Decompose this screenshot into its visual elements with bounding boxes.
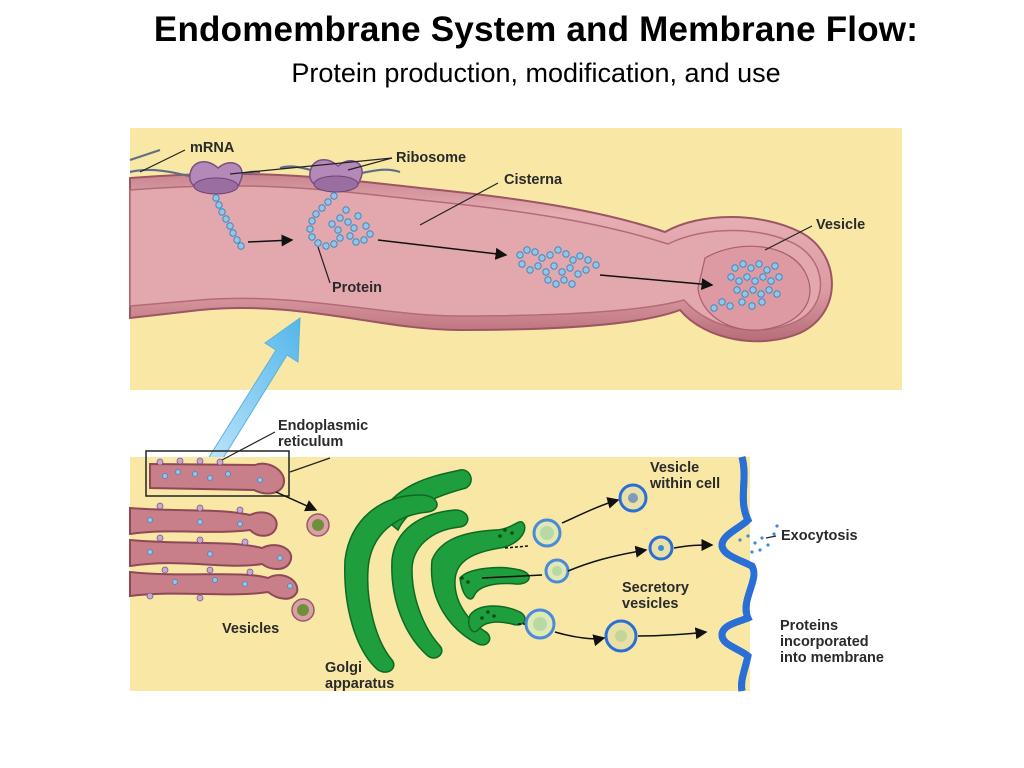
label-vesicle-within-line2: within cell [649, 476, 720, 492]
golgi-cargo [460, 528, 514, 620]
er-bottom-beads [147, 469, 293, 589]
bottom-leader-lines [289, 457, 777, 539]
bottom-flow-arrows [275, 491, 714, 647]
label-secretory-line1: Secretory [622, 580, 689, 596]
transport-vesicle-2 [291, 598, 315, 622]
label-protein: Protein [332, 280, 382, 296]
label-er-line2: reticulum [278, 434, 343, 450]
label-proteins-line3: into membrane [780, 650, 884, 666]
golgi-vesicle-top [532, 518, 562, 548]
ribosome-2 [309, 159, 363, 193]
label-er-line1: Endoplasmic [278, 418, 368, 434]
er-zoom-box [145, 450, 290, 497]
label-golgi-line2: apparatus [325, 676, 394, 692]
secretory-vesicle-2 [604, 619, 638, 653]
protein-chain-2 [306, 192, 374, 250]
top-flow-arrows [247, 234, 714, 291]
label-vesicles: Vesicles [222, 621, 279, 637]
label-mrna: mRNA [190, 140, 235, 156]
label-secretory-line2: vesicles [622, 596, 678, 612]
exocytosis-particles [738, 524, 779, 554]
protein-cluster-lumen [516, 246, 600, 288]
protein-chain-1 [212, 194, 245, 250]
golgi-vesicle-middle [544, 558, 570, 584]
top-leader-lines [139, 149, 813, 284]
label-proteins-line1: Proteins [780, 618, 838, 634]
label-cisterna: Cisterna [504, 172, 563, 188]
vesicle-within-cell [618, 483, 648, 513]
slide-subtitle: Protein production, modification, and us… [291, 58, 781, 88]
label-exocytosis: Exocytosis [781, 528, 858, 544]
protein-cluster-vesicle [710, 260, 783, 312]
golgi-apparatus [344, 469, 530, 673]
slide-title: Endomembrane System and Membrane Flow: [153, 10, 919, 49]
ribosome-1 [189, 161, 243, 195]
label-ribosome: Ribosome [396, 150, 466, 166]
zoom-arrow [205, 316, 301, 469]
label-vesicle-within-line1: Vesicle [650, 460, 699, 476]
label-golgi-line1: Golgi [325, 660, 362, 676]
secretory-vesicle-1 [648, 535, 674, 561]
label-proteins-line2: incorporated [780, 634, 869, 650]
er-bottom-ribosomes [146, 457, 254, 602]
transport-vesicle-1 [306, 513, 330, 537]
label-vesicle-top: Vesicle [816, 217, 865, 233]
golgi-vesicle-bottom [524, 608, 556, 640]
